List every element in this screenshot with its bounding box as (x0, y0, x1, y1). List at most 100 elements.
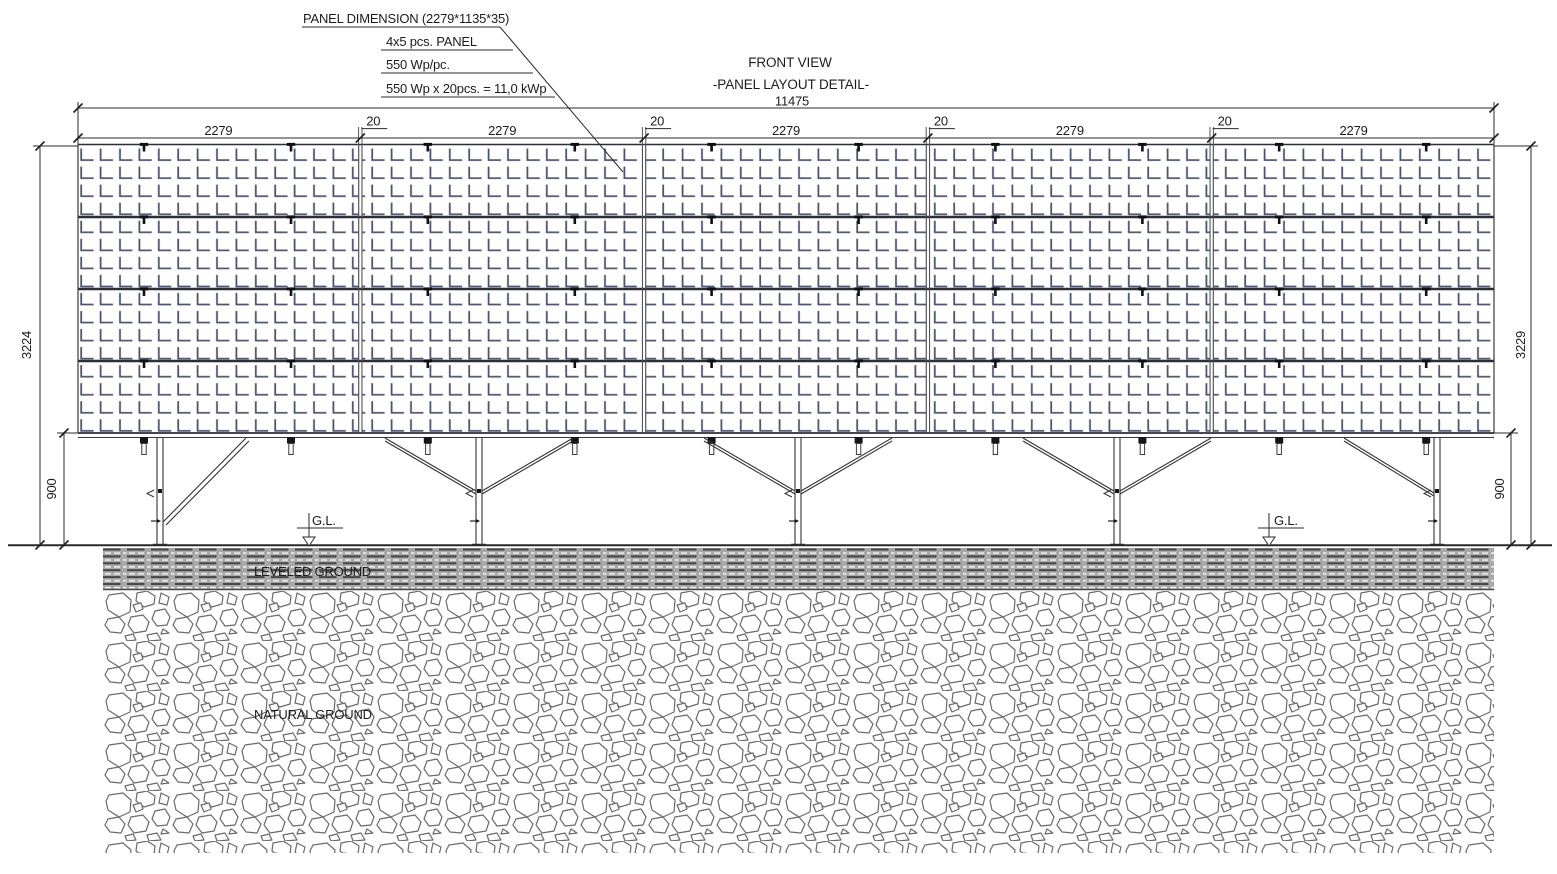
support-member (703, 437, 796, 492)
leader-line (499, 26, 624, 173)
panel-gap-joints (358, 127, 1214, 433)
bolt-arrow-head (1434, 519, 1438, 523)
panel-clamp-stem (994, 290, 997, 296)
mounting-bolt-head (1138, 437, 1147, 444)
weld-flag-icon (145, 489, 155, 498)
dim-panel-gap: 20 (1218, 114, 1232, 129)
panel-clamp-stem (573, 362, 577, 368)
panel-clamp-stem (857, 290, 860, 296)
panel-clamp-stem (1141, 145, 1144, 152)
panel-clamp (1138, 287, 1147, 291)
panel-clamps (139, 142, 1431, 455)
panel-clamp-stem (1277, 362, 1281, 368)
panel-clamp (991, 215, 1000, 219)
mounting-bolt-head (1275, 437, 1284, 444)
dimension-tick (72, 132, 84, 144)
panel-frame-lines (77, 143, 1495, 439)
support-member (165, 440, 250, 526)
mounting-bolt-shank (1276, 443, 1282, 455)
panel-clamp-stem (1277, 218, 1281, 224)
panel-clamp (991, 359, 1000, 363)
support-member (1343, 437, 1435, 494)
dim-height-left: 3224 (19, 331, 34, 359)
dim-height-right: 3229 (1513, 331, 1528, 359)
support-member (162, 437, 247, 523)
bolt-arrow-head (795, 519, 799, 523)
support-structure (145, 437, 1444, 546)
panel-clamp (854, 359, 863, 363)
dimension-tick (639, 132, 650, 144)
panel-clamp-stem (1141, 218, 1144, 224)
dim-panel-width: 2279 (204, 123, 232, 138)
dimension-ticks (34, 102, 1537, 551)
panel-clamp (1422, 142, 1431, 146)
dimension-tick (1505, 427, 1517, 439)
panel-clamp-stem (1277, 290, 1281, 296)
support-member (481, 440, 574, 495)
panel-clamp-stem (994, 145, 997, 152)
panel-clamp-stem (142, 290, 146, 296)
panel-clamp (707, 359, 716, 363)
panel-clamp (707, 287, 716, 291)
leveled-ground-hatch (103, 548, 1494, 589)
panel-clamp (1275, 287, 1284, 291)
dimension-tick (922, 132, 933, 144)
panel-clamp-stem (710, 362, 713, 368)
panel-clamp-stem (573, 145, 577, 152)
panel-clamp-stem (426, 290, 430, 296)
weld-flag-icon (1102, 489, 1112, 498)
mounting-bolt-shank (141, 443, 147, 455)
panel-clamp-stem (289, 362, 293, 368)
panel-clamp (854, 287, 863, 291)
support-member (703, 440, 796, 495)
dimension-tick (1488, 102, 1500, 114)
panel-clamp (707, 142, 716, 146)
dim-panel-width: 2279 (772, 123, 800, 138)
panel-clamp (423, 142, 432, 146)
panel-clamp-stem (710, 145, 713, 152)
dim-panel-width: 2279 (1340, 123, 1368, 138)
support-member (1119, 437, 1212, 492)
ground-level-arrow-icon (1262, 536, 1276, 547)
mounting-bolt-shank (425, 443, 431, 455)
view-subtitle: -PANEL LAYOUT DETAIL- (713, 77, 869, 92)
mounting-bolt-head (854, 437, 863, 444)
mounting-bolt-head (1422, 437, 1431, 444)
panel-clamp (286, 215, 296, 219)
mounting-bolt-shank (288, 443, 294, 455)
dimension-tick (34, 140, 46, 152)
panel-clamp-stem (1424, 218, 1428, 224)
mounting-bolt-head (287, 437, 295, 444)
bolt-arrow-head (476, 519, 480, 523)
panel-clamp (139, 287, 149, 291)
mounting-bolt-shank (1139, 443, 1146, 455)
panel-clamp-stem (710, 290, 713, 296)
ground-layer: LEVELED GROUND NATURAL GROUND (8, 544, 1552, 853)
bolt-arrow-head (1114, 519, 1118, 523)
panel-clamp (1422, 359, 1431, 363)
annotation-layer: PANEL DIMENSION (2279*1135*35) 4x5 pcs. … (302, 11, 869, 173)
ground-level-arrow-icon (302, 536, 316, 547)
panel-clamp (1275, 142, 1284, 146)
panel-clamp (991, 142, 1000, 146)
panel-clamp-stem (1141, 362, 1144, 368)
panel-clamp-stem (710, 218, 713, 224)
note-line-2: 4x5 pcs. PANEL (386, 34, 477, 49)
dim-panel-width: 2279 (1056, 123, 1084, 138)
panel-clamp (570, 359, 579, 363)
support-member (384, 437, 477, 492)
panel-clamp (570, 215, 579, 219)
dimension-tick (1488, 132, 1500, 144)
panel-clamp-stem (426, 362, 430, 368)
support-member (1022, 437, 1115, 492)
panel-clamp (423, 215, 432, 219)
panel-clamp (1138, 359, 1147, 363)
bolt-arrow-head (157, 519, 161, 523)
panel-clamp-stem (142, 218, 146, 224)
panel-clamp (1422, 287, 1431, 291)
panel-clamp-stem (426, 145, 430, 152)
panel-clamp (286, 287, 296, 291)
panel-clamp-stem (994, 362, 997, 368)
